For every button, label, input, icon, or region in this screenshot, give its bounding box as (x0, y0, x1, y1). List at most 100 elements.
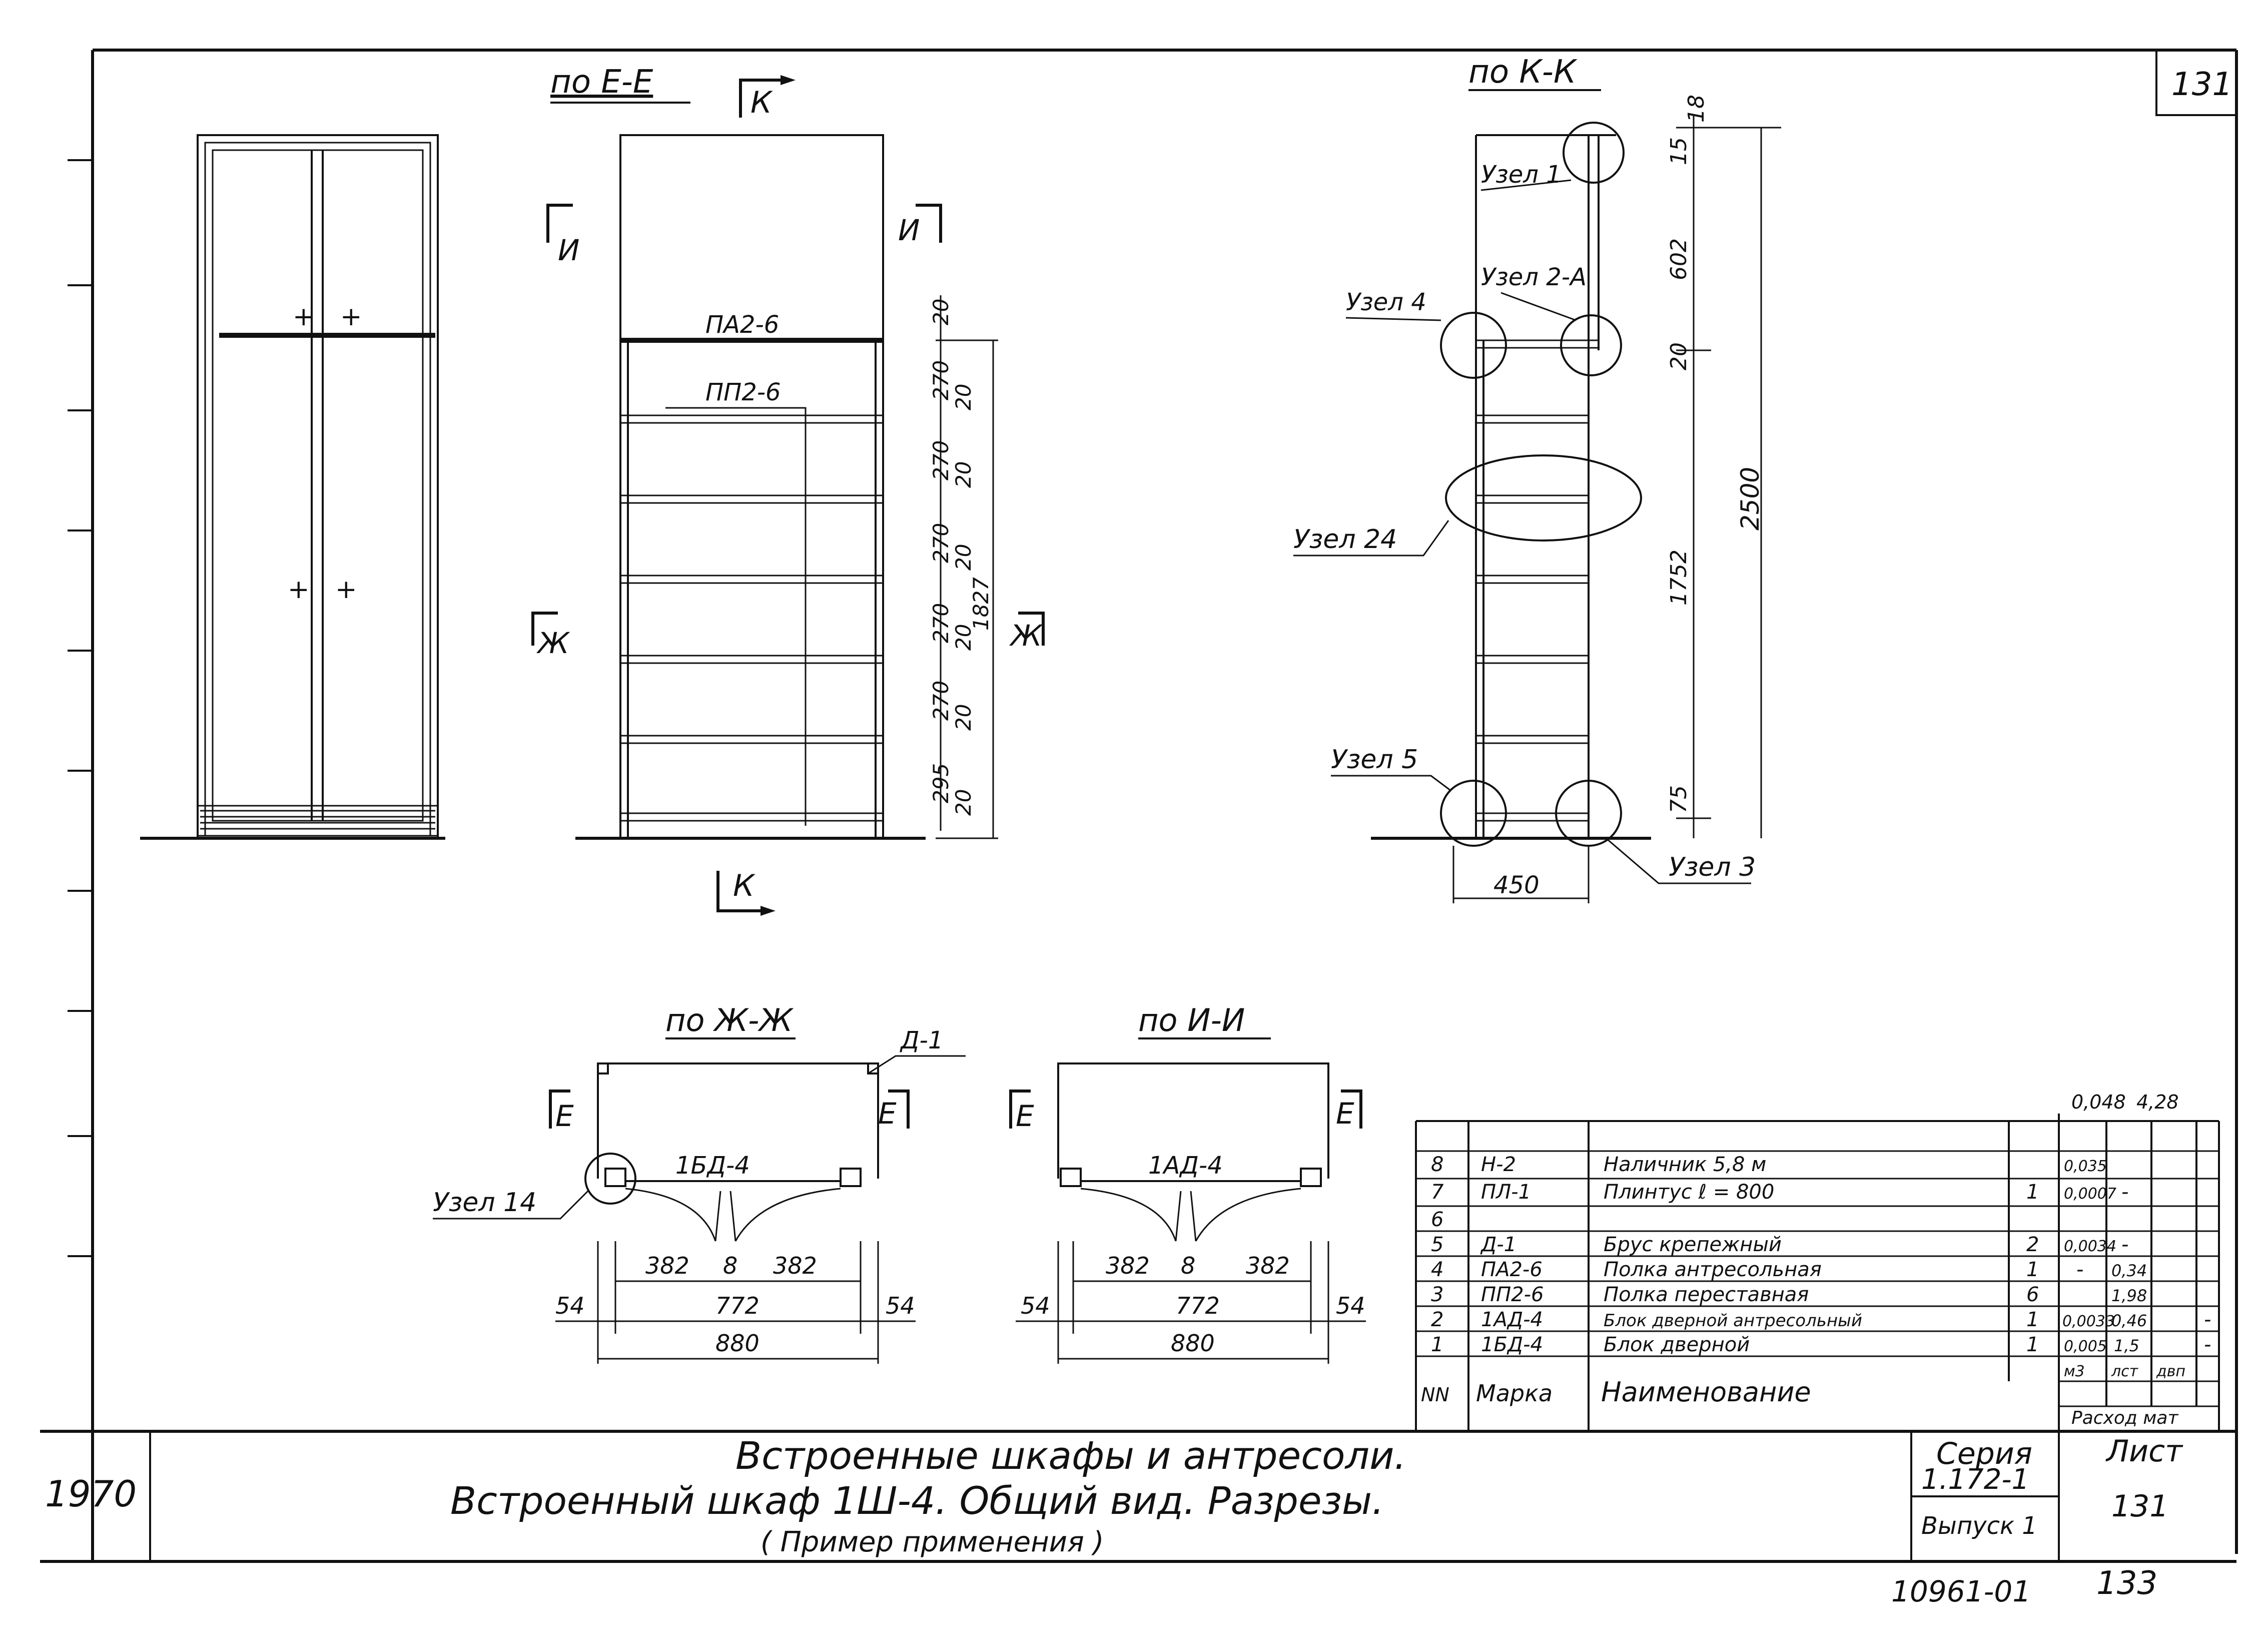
spec-row-c2: - (2121, 1181, 2128, 1204)
dim-ee-1: 270 (929, 360, 953, 400)
handle-icon: + (335, 575, 357, 605)
spec-row-c1: 0,0007 (2064, 1185, 2116, 1203)
spec-row-c3: - (2204, 1333, 2211, 1356)
spec-row-name: Брус крепежный (1604, 1233, 1782, 1256)
sheet-title-1: Встроенные шкафы и антресоли. (735, 1433, 1406, 1478)
label-d1: Д-1 (900, 1026, 943, 1054)
dim-ii-772: 772 (1176, 1292, 1220, 1319)
spec-row-qty: 1 (2026, 1333, 2039, 1356)
spec-row-qty: 1 (2026, 1308, 2039, 1331)
cut-i-right: И (898, 213, 920, 247)
dim-ee-5: 270 (929, 523, 953, 563)
dim-ee-7: 270 (929, 603, 953, 643)
spec-row-n: 7 (1431, 1181, 1444, 1204)
spec-header-nn: NN (1421, 1384, 1449, 1406)
sheet-frame: 1 3 1 (40, 49, 2238, 1563)
section-ee-title: по Е-Е (550, 64, 653, 101)
shelf-pp-label: ПП2-6 (705, 378, 781, 406)
issue-label: Выпуск 1 (1921, 1512, 2037, 1540)
spec-row-c1: 0,0034 (2064, 1238, 2116, 1255)
dim-zh-382b: 382 (773, 1252, 817, 1279)
spec-row-c1: 0,0033 (2062, 1313, 2115, 1330)
sheet-year: 1970 (45, 1473, 137, 1515)
dim-ii-880: 880 (1171, 1330, 1215, 1357)
spec-row-n: 5 (1431, 1233, 1443, 1256)
dim-ee-8: 20 (951, 624, 976, 651)
spec-row-c2: 1,5 (2114, 1336, 2139, 1355)
spec-row-qty: 6 (2026, 1283, 2039, 1306)
cut-zh-right: Ж (1009, 619, 1043, 653)
dim-ii-382a: 382 (1106, 1252, 1150, 1279)
spec-row-name: Плинтус ℓ = 800 (1604, 1181, 1774, 1204)
spec-unit-3: двп (2156, 1363, 2185, 1380)
sheet-label: Лист (2105, 1434, 2183, 1469)
handle-icon: + (288, 575, 310, 605)
dim-ii-54b: 54 (1336, 1292, 1365, 1319)
spec-row-n: 8 (1431, 1153, 1443, 1176)
plan-ii: по И-И 1АД-4 Е Е 382 8 382 54 772 54 880 (1009, 1002, 1366, 1364)
spec-row-name: Наличник 5,8 м (1604, 1153, 1766, 1176)
spec-row-c2: 1,98 (2111, 1286, 2147, 1305)
section-kk: по К-К Узел 1 Узел 2-А Узел 4 Узел (1293, 54, 1781, 903)
spec-row-c1: - (2076, 1258, 2083, 1281)
spec-header-name: Наименование (1601, 1376, 1811, 1408)
spec-unit-1: м3 (2064, 1363, 2085, 1380)
dim-zh-54a: 54 (555, 1292, 585, 1319)
sheet-title-2: Встроенный шкаф 1Ш-4. Общий вид. Разрезы… (450, 1478, 1384, 1523)
series-label: Серия (1936, 1436, 2032, 1471)
spec-row-c2: 0,46 (2111, 1311, 2147, 1330)
spec-row-c1: 0,005 (2064, 1338, 2107, 1355)
dim-kk-20: 20 (1666, 342, 1692, 370)
spec-header-footer: Расход мат (2071, 1408, 2178, 1428)
dim-ee-12: 20 (951, 789, 976, 816)
plan-zhzh-title: по Ж-Ж (665, 1002, 794, 1038)
sheet-value: 131 (2111, 1489, 2169, 1524)
spec-row-c2: 0,34 (2111, 1261, 2147, 1280)
spec-row-n: 3 (1431, 1283, 1443, 1306)
spec-row-name: Блок дверной (1604, 1333, 1750, 1356)
series-value: 1.172-1 (1921, 1463, 2029, 1496)
section-ee: по Е-Е К ПА2-6 ПП2-6 И И Ж (531, 64, 1045, 916)
spec-row-qty: 1 (2026, 1258, 2039, 1281)
spec-row-n: 1 (1431, 1333, 1443, 1356)
dim-ee-total: 1827 (969, 577, 993, 631)
dim-ii-382b: 382 (1246, 1252, 1290, 1279)
spec-table: 0,048 4,28 8 Н-2 Наличн (1415, 1091, 2220, 1431)
dim-ee-10: 20 (951, 704, 976, 731)
spec-row-c3: - (2204, 1308, 2211, 1331)
sheet-title-3: ( Пример применения ) (761, 1526, 1104, 1558)
node-24-label: Узел 24 (1293, 524, 1397, 555)
title-block: 1970 Встроенные шкафы и антресоли. Встро… (45, 1431, 2183, 1608)
spec-row-n: 2 (1431, 1308, 1443, 1331)
handle-icon: + (340, 302, 362, 332)
door-1bd4: 1БД-4 (675, 1152, 750, 1180)
spec-unit-2: лст (2111, 1363, 2139, 1380)
spec-top-value-2: 4,28 (2136, 1091, 2179, 1113)
cut-i-left: И (558, 233, 579, 267)
dim-ee-3: 270 (929, 440, 953, 480)
dim-zh-8: 8 (723, 1252, 737, 1279)
spec-row-mark: Д-1 (1480, 1233, 1517, 1256)
spec-row-mark: 1АД-4 (1481, 1308, 1543, 1331)
spec-row-mark: ПЛ-1 (1481, 1181, 1531, 1204)
dim-zh-880: 880 (715, 1330, 760, 1357)
dim-ii-54a: 54 (1021, 1292, 1050, 1319)
node-3-label: Узел 3 (1669, 852, 1756, 882)
node-2a-label: Узел 2-А (1481, 263, 1587, 291)
dim-kk-2500: 2500 (1736, 467, 1765, 530)
handle-icon: + (293, 302, 315, 332)
dim-ee-4: 20 (951, 461, 976, 488)
spec-row-name: Блок дверной антресольный (1604, 1311, 1862, 1331)
spec-row-qty: 1 (2026, 1181, 2039, 1204)
node-4-label: Узел 4 (1346, 288, 1426, 316)
front-elevation: + + + + (140, 134, 445, 840)
dim-zh-382a: 382 (645, 1252, 689, 1279)
page-number: 133 (2096, 1565, 2157, 1602)
shelf-pa-label: ПА2-6 (705, 311, 779, 339)
cut-e-right-ii: Е (1336, 1097, 1354, 1131)
dim-ee-11: 295 (929, 763, 953, 803)
spec-row-mark: ПА2-6 (1481, 1258, 1543, 1281)
dim-ee-2: 20 (951, 384, 976, 410)
node-5-label: Узел 5 (1331, 745, 1418, 775)
